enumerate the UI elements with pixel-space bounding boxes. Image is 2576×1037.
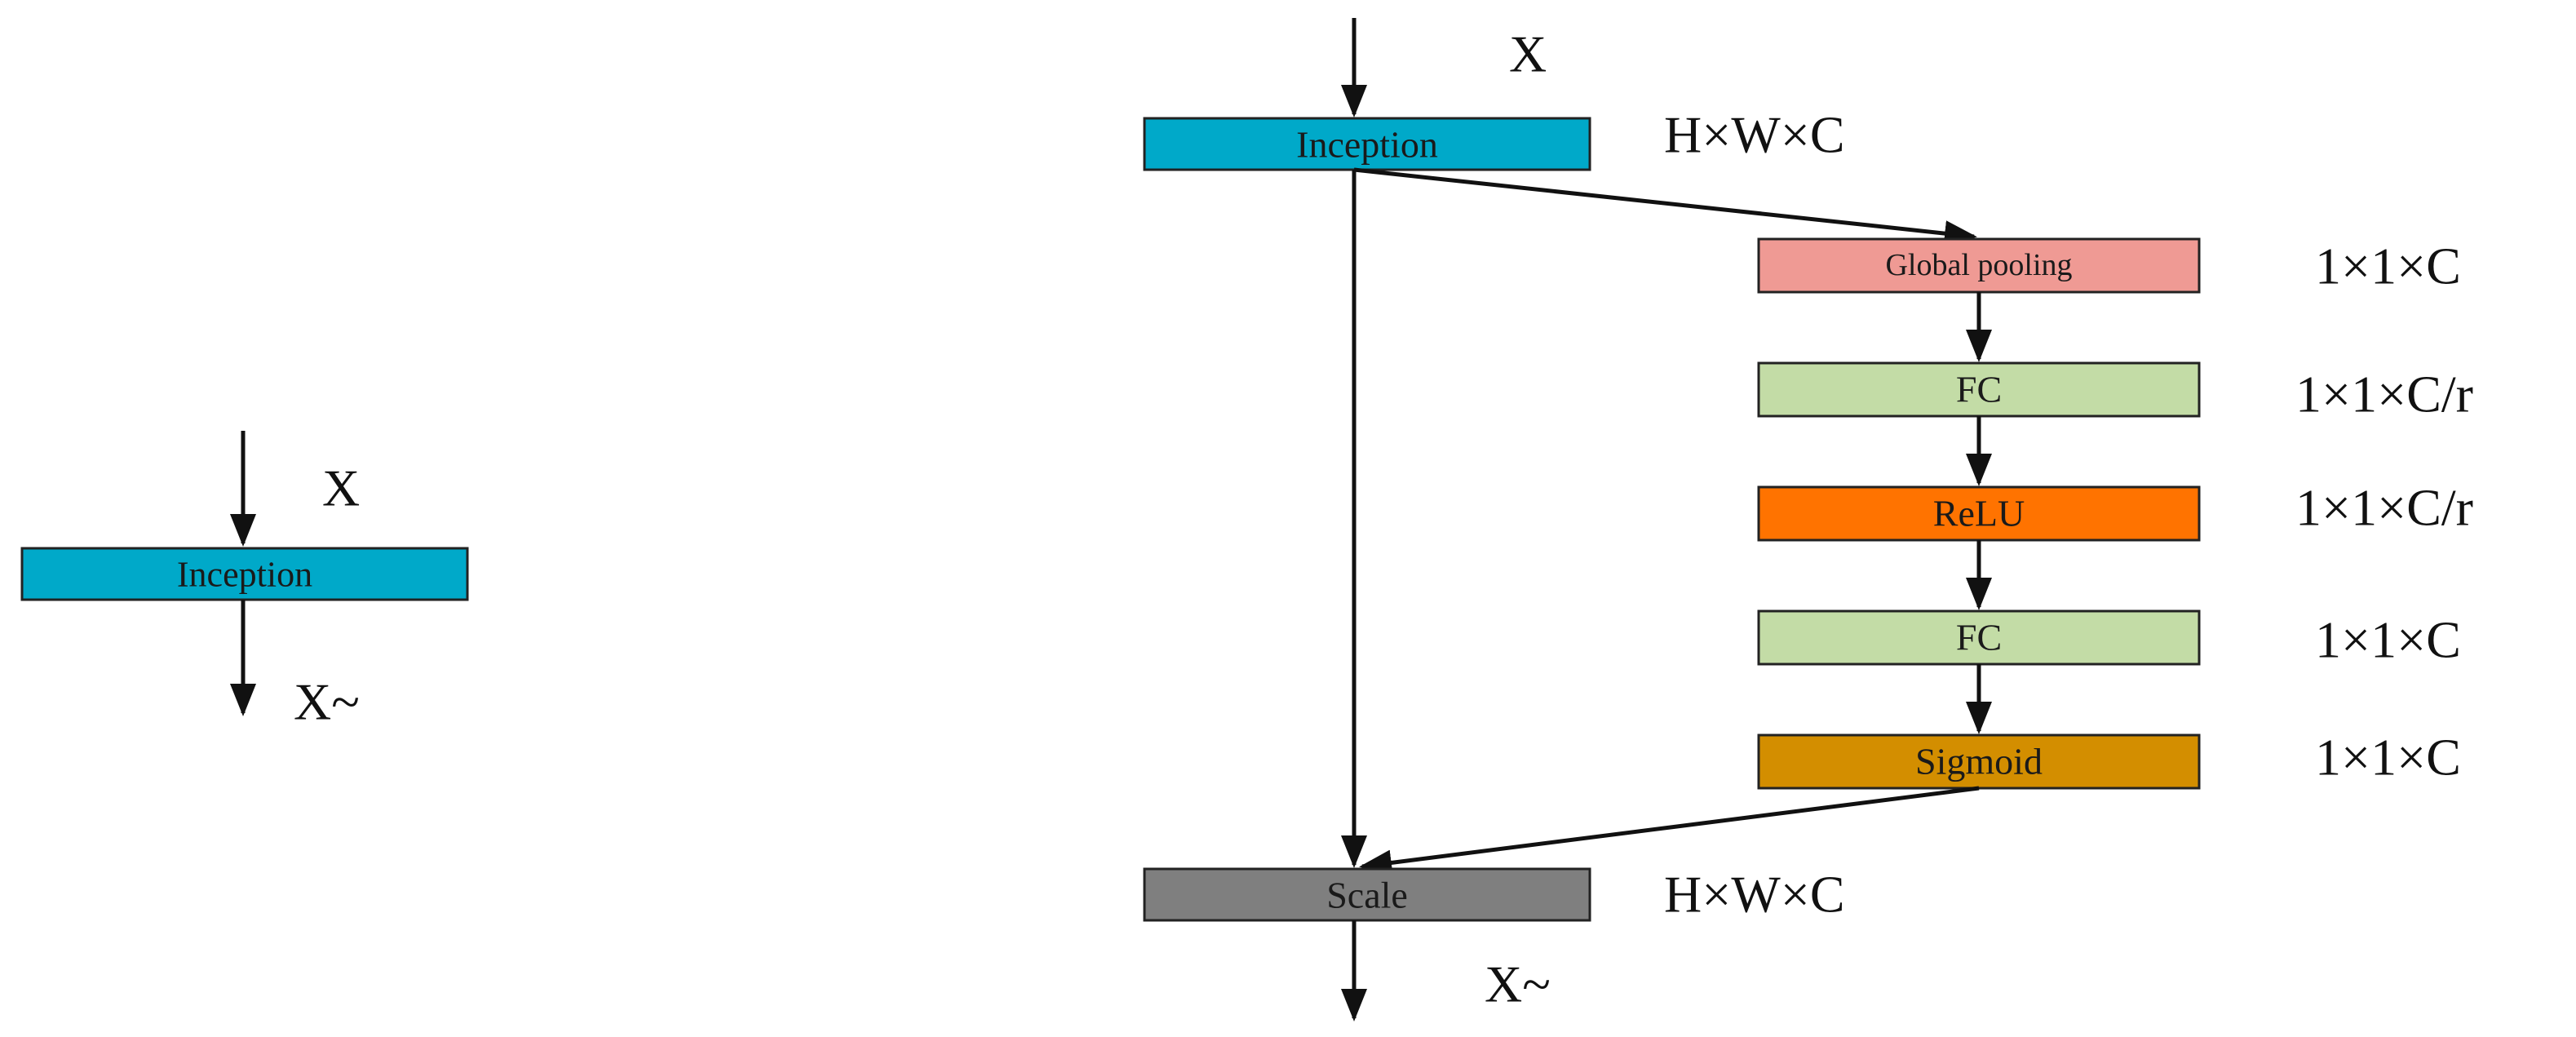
simple-inception-label: Inception — [177, 555, 312, 595]
scale-label: Scale — [1326, 875, 1408, 916]
se-inception-label: Inception — [1296, 124, 1438, 166]
branch-arrow — [1353, 167, 1977, 247]
se-inception-dims: H×W×C — [1664, 106, 1845, 164]
fc1-box — [1757, 361, 2201, 418]
se-output-label: X~ — [1485, 955, 1551, 1013]
global-pooling-dims: 1×1×C — [2315, 237, 2461, 295]
sigmoid-box — [1757, 733, 2201, 790]
fc2-box — [1757, 609, 2201, 666]
scale-box — [1143, 867, 1591, 922]
relu-label: ReLU — [1933, 493, 2025, 534]
simple-input-label: X — [322, 459, 360, 517]
relu-dims: 1×1×C/r — [2295, 479, 2473, 537]
global-pooling-box — [1757, 237, 2201, 294]
scale-dims: H×W×C — [1664, 866, 1845, 924]
fc2-label: FC — [1956, 617, 2002, 658]
simple-output-label: X~ — [294, 673, 360, 731]
global-pooling-label: Global pooling — [1885, 248, 2072, 282]
relu-box — [1757, 485, 2201, 542]
fc1-dims: 1×1×C/r — [2295, 366, 2473, 423]
fc2-dims: 1×1×C — [2315, 611, 2461, 669]
fc1-label: FC — [1956, 369, 2002, 410]
se-inception-block: X Inception H×W×C Global pooling 1×1×C F… — [1143, 18, 2473, 1021]
se-input-label: X — [1509, 25, 1547, 83]
sigmoid-dims: 1×1×C — [2315, 729, 2461, 787]
se-inception-box — [1143, 117, 1591, 171]
sigmoid-label: Sigmoid — [1915, 741, 2043, 782]
simple-inception-block: X Inception X~ — [20, 431, 469, 731]
sigmoid-to-scale-arrow — [1359, 786, 1980, 876]
